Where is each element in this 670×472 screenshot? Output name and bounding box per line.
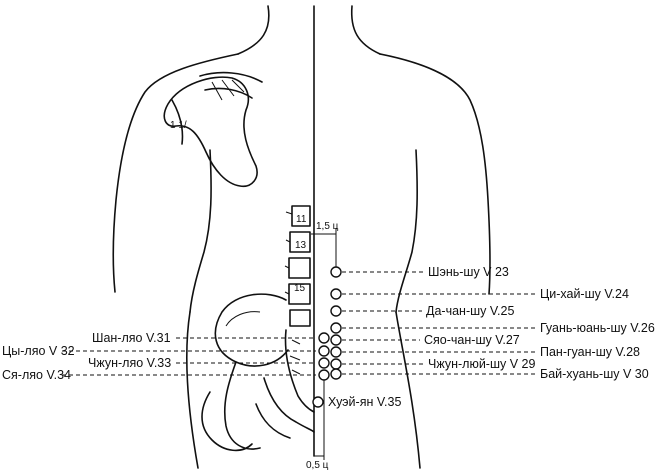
measure-bottom-label: 0,5 ц bbox=[306, 460, 329, 471]
point-v23 bbox=[331, 267, 341, 277]
measure-top-label: 1,5 ц bbox=[316, 221, 339, 232]
point-v26 bbox=[331, 323, 341, 333]
point-v25 bbox=[331, 306, 341, 316]
point-v33 bbox=[319, 358, 329, 368]
neck-left bbox=[238, 6, 269, 54]
label-v28: Пан-гуан-шу V.28 bbox=[540, 345, 640, 359]
label-v24: Ци-хай-шу V.24 bbox=[540, 287, 629, 301]
vertebra-13: 13 bbox=[295, 240, 307, 251]
label-v33: Чжун-ляо V.33 bbox=[88, 356, 171, 370]
point-v34 bbox=[319, 370, 329, 380]
label-v30: Бай-хуань-шу V 30 bbox=[540, 367, 649, 381]
label-v32: Цы-ляо V 32 bbox=[2, 344, 75, 358]
label-v25: Да-чан-шу V.25 bbox=[426, 304, 514, 318]
point-v24 bbox=[331, 289, 341, 299]
spine bbox=[285, 206, 314, 412]
vertebra-15: 15 bbox=[294, 283, 306, 294]
point-v27 bbox=[331, 335, 341, 345]
label-v29: Чжун-люй-шу V 29 bbox=[428, 357, 535, 371]
label-v26: Гуань-юань-шу V.26 bbox=[540, 321, 655, 335]
right-shoulder bbox=[380, 54, 490, 294]
vertebra-11: 11 bbox=[296, 214, 307, 225]
label-v23: Шэнь-шу V 23 bbox=[428, 265, 509, 279]
neck-right bbox=[352, 6, 380, 54]
point-v28 bbox=[331, 347, 341, 357]
measure-bottom bbox=[314, 380, 324, 460]
point-v35 bbox=[313, 397, 323, 407]
label-v35: Хуэй-ян V.35 bbox=[328, 395, 401, 409]
label-v27: Сяо-чан-шу V.27 bbox=[424, 333, 520, 347]
left-hip bbox=[187, 312, 198, 468]
label-v34: Ся-ляо V.34 bbox=[2, 368, 71, 382]
right-torso bbox=[396, 150, 417, 312]
point-v31 bbox=[319, 333, 329, 343]
scapula-mark: 1 1/ bbox=[170, 120, 187, 131]
body-outline bbox=[113, 6, 490, 468]
left-torso bbox=[190, 150, 211, 312]
label-v31: Шан-ляо V.31 bbox=[92, 331, 171, 345]
point-v29 bbox=[331, 359, 341, 369]
point-v30 bbox=[331, 369, 341, 379]
point-v32 bbox=[319, 346, 329, 356]
right-hip bbox=[396, 312, 420, 468]
